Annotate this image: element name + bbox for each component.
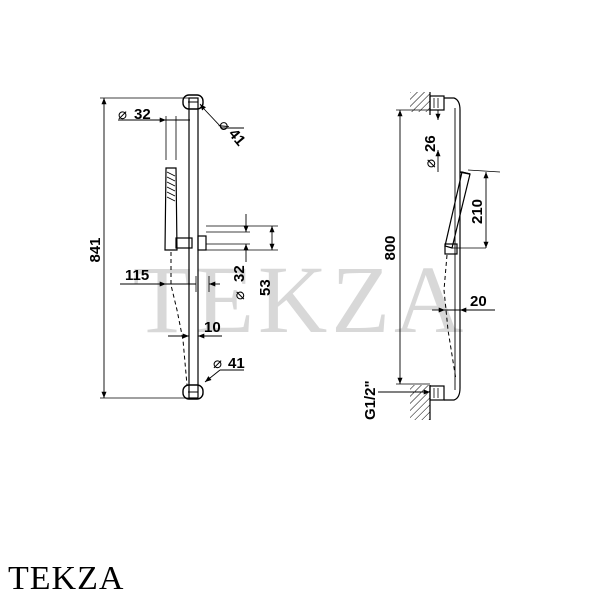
slider-knob bbox=[197, 235, 207, 251]
dim-d32-top-symbol: ⌀ bbox=[118, 106, 127, 123]
bottom-bracket bbox=[429, 385, 445, 401]
dim-115: 115 bbox=[125, 267, 149, 284]
dim-800: 800 bbox=[382, 235, 399, 260]
dim-d32-top: 32 bbox=[134, 106, 151, 123]
front-view bbox=[100, 94, 278, 400]
side-view bbox=[378, 92, 501, 420]
hose bbox=[170, 252, 188, 386]
brand-logo-text: TEKZA bbox=[8, 560, 125, 597]
dim-d26: 26 bbox=[422, 135, 439, 152]
dim-10: 10 bbox=[204, 319, 221, 336]
dim-d26-symbol: ⌀ bbox=[422, 159, 439, 168]
wall-hatch-bottom bbox=[410, 385, 430, 420]
dim-d41-bot-symbol: ⌀ bbox=[213, 355, 222, 372]
hand-shower-grip bbox=[166, 171, 176, 202]
wall-hatch-top bbox=[410, 92, 430, 112]
dim-d32-mid-symbol: ⌀ bbox=[231, 291, 248, 300]
top-flange bbox=[182, 94, 204, 110]
top-bracket bbox=[429, 95, 445, 111]
side-hose bbox=[443, 254, 457, 381]
dim-841: 841 bbox=[87, 237, 104, 262]
dim-53: 53 bbox=[257, 279, 274, 296]
dim-210: 210 bbox=[469, 199, 486, 224]
dim-20: 20 bbox=[470, 293, 487, 310]
hand-shower bbox=[164, 167, 178, 251]
side-bar bbox=[444, 97, 461, 401]
side-holder bbox=[444, 243, 458, 255]
dim-d32-mid: 32 bbox=[231, 265, 248, 282]
bottom-flange bbox=[182, 384, 204, 400]
side-hand-shower bbox=[444, 171, 471, 249]
shower-holder bbox=[175, 237, 193, 249]
dim-d41-top: 41 bbox=[225, 126, 249, 150]
dim-g12: G1/2" bbox=[362, 380, 379, 420]
dim-d41-bot: 41 bbox=[228, 355, 245, 372]
